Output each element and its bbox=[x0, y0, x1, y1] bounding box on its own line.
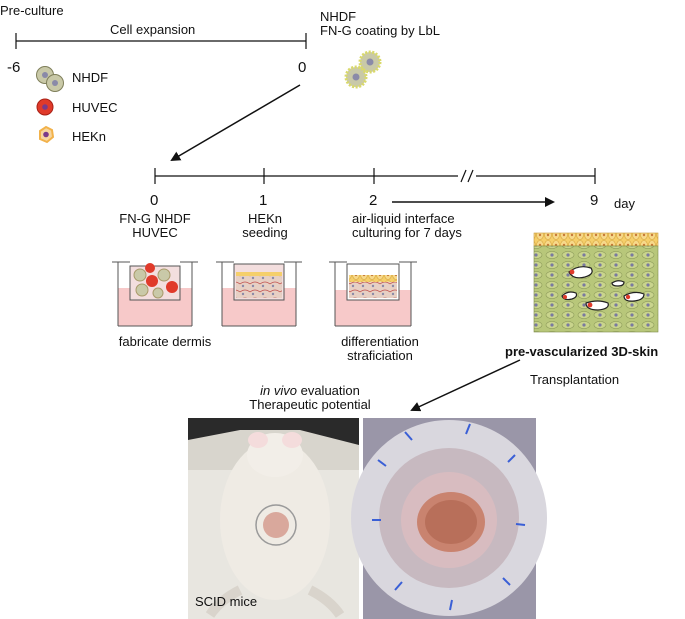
caption-differentiation-line1: differentiation bbox=[341, 334, 419, 349]
caption-differentiation-line2: straficiation bbox=[347, 348, 413, 363]
caption-pre-vascularized-skin: pre-vascularized 3D-skin bbox=[505, 344, 659, 359]
caption-in-vivo-evaluation: in vivo evaluation bbox=[230, 383, 390, 398]
tick-label-minus6: -6 bbox=[7, 59, 21, 76]
huvec-cell-icon bbox=[36, 98, 54, 116]
step-d1-line1: HEKn bbox=[248, 211, 282, 226]
wound-closeup-photo bbox=[351, 418, 547, 619]
scid-mice-label: SCID mice bbox=[195, 594, 258, 609]
tick-label-day0: 0 bbox=[150, 192, 159, 209]
pre-vascularized-skin-icon bbox=[533, 232, 659, 333]
caption-therapeutic-potential: Therapeutic potential bbox=[249, 397, 371, 412]
evaluation-text: evaluation bbox=[296, 383, 360, 398]
preculture-label: Pre-culture bbox=[0, 3, 64, 18]
in-vivo-italic: in vivo bbox=[260, 383, 297, 398]
preculture-timeline bbox=[15, 33, 307, 49]
scid-mouse-photo bbox=[188, 418, 359, 619]
step-d0-line1: FN-G NHDF bbox=[119, 211, 191, 226]
tick-label-day2: 2 bbox=[369, 192, 378, 209]
transwell-seeding-icon bbox=[216, 261, 302, 327]
step-d2-line2: culturing for 7 days bbox=[352, 225, 462, 240]
transwell-dermis-icon bbox=[112, 261, 198, 327]
arrow-to-day0 bbox=[170, 84, 301, 162]
hekn-cell-icon bbox=[39, 125, 55, 144]
tick-label-day9: 9 bbox=[590, 192, 599, 209]
step-d0-line2: HUVEC bbox=[132, 225, 178, 240]
step-d1-line2: seeding bbox=[242, 225, 288, 240]
step-d2-line1: air-liquid interface bbox=[352, 211, 455, 226]
tick-label-0-top: 0 bbox=[298, 59, 307, 76]
nhdf-cell-icon bbox=[36, 66, 64, 92]
caption-transplantation: Transplantation bbox=[530, 372, 620, 387]
arrow-transplantation bbox=[410, 359, 521, 412]
legend-hekn-label: HEKn bbox=[72, 129, 106, 144]
day-unit-label: day bbox=[614, 196, 635, 211]
legend-nhdf-label: NHDF bbox=[72, 70, 109, 85]
coating-title-line1: NHDF bbox=[320, 9, 357, 24]
legend-huvec-label: HUVEC bbox=[72, 100, 118, 115]
transwell-airliquid-icon bbox=[329, 261, 417, 327]
caption-fabricate-dermis: fabricate dermis bbox=[118, 334, 212, 349]
coating-title-line2: FN-G coating by LbL bbox=[320, 23, 440, 38]
tick-label-day1: 1 bbox=[259, 192, 268, 209]
cell-expansion-label: Cell expansion bbox=[110, 22, 196, 37]
day-timeline bbox=[154, 168, 596, 184]
coated-nhdf-cells-icon bbox=[344, 50, 382, 89]
